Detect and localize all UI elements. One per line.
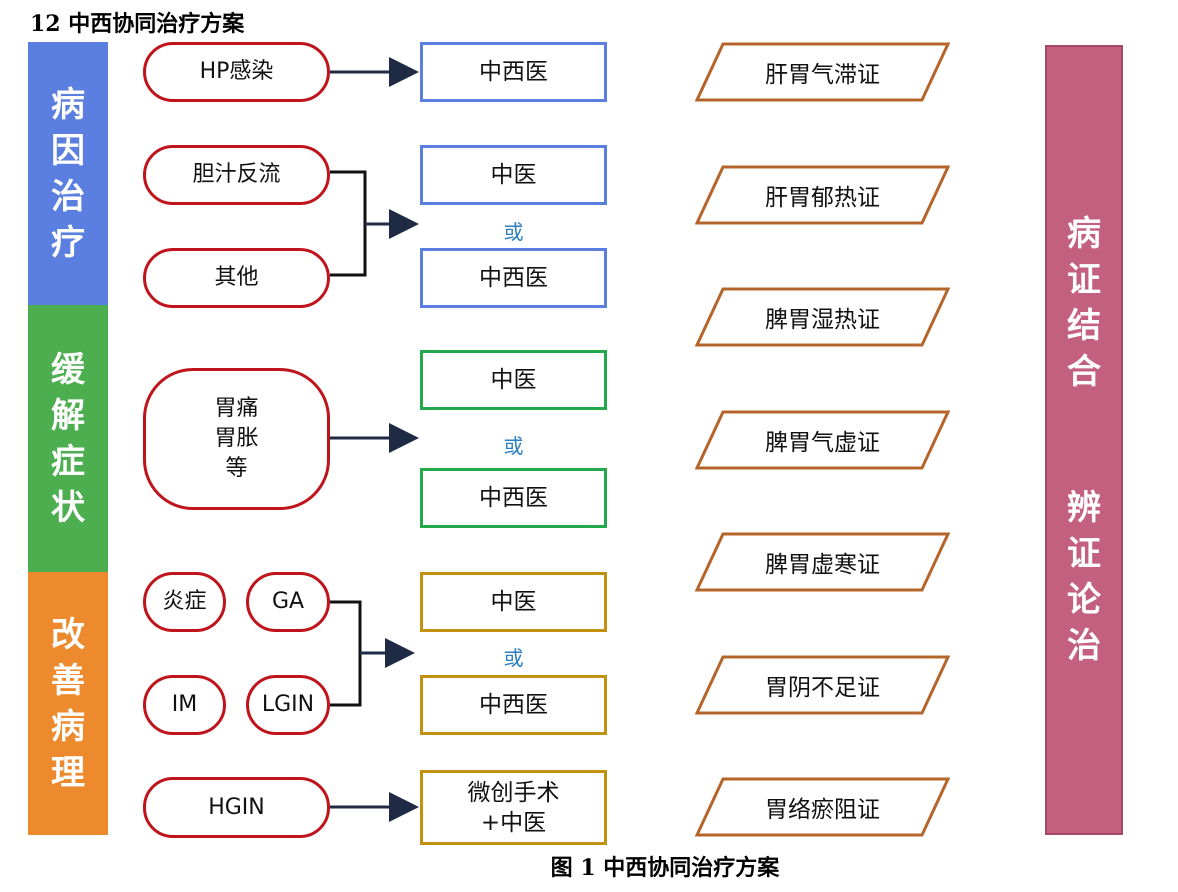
treatment-box: 中西医 (420, 675, 607, 735)
syndrome-parallelogram: 脾胃湿热证 (695, 287, 950, 347)
right-bar-principles: 病证结合 辨证论治 (1045, 45, 1123, 835)
syndrome-parallelogram: 肝胃气滞证 (695, 42, 950, 102)
or-label: 或 (503, 434, 524, 458)
syndrome-label: 肝胃气滞证 (765, 62, 880, 88)
syndrome-label: 脾胃湿热证 (765, 307, 880, 333)
section-title: 12 中西协同治疗方案 (30, 11, 245, 37)
parallelogram-shape (695, 165, 950, 225)
condition-ga: GA (246, 572, 330, 632)
treatment-box: 微创手术 +中医 (420, 770, 607, 845)
category-label: 改善病理 (51, 614, 85, 793)
treatment-box: 中医 (420, 145, 607, 205)
treatment-box: 中西医 (420, 248, 607, 308)
condition-hp: HP感染 (143, 42, 330, 102)
syndrome-parallelogram: 肝胃郁热证 (695, 165, 950, 225)
category-symptom-relief: 缓解症状 (28, 305, 108, 572)
syndrome-parallelogram: 脾胃气虚证 (695, 410, 950, 470)
syndrome-label: 脾胃虚寒证 (765, 552, 880, 578)
bracket-ga-lgin (330, 600, 362, 707)
category-label: 缓解症状 (51, 349, 85, 528)
parallelogram-shape (695, 287, 950, 347)
parallelogram-shape (695, 42, 950, 102)
syndrome-parallelogram: 胃络瘀阻证 (695, 777, 950, 837)
syndrome-parallelogram: 胃阴不足证 (695, 655, 950, 715)
parallelogram-shape (695, 655, 950, 715)
condition-pain-bloating: 胃痛 胃胀 等 (143, 368, 330, 510)
treatment-box: 中医 (420, 572, 607, 632)
condition-im: IM (143, 675, 226, 735)
principle-label: 辨证论治 (1067, 488, 1101, 666)
category-etiology: 病因治疗 (28, 42, 108, 305)
treatment-box: 中西医 (420, 468, 607, 528)
parallelogram-shape (695, 410, 950, 470)
condition-inflammation: 炎症 (143, 572, 226, 632)
parallelogram-shape (695, 532, 950, 592)
syndrome-label: 肝胃郁热证 (765, 185, 880, 211)
category-pathology: 改善病理 (28, 572, 108, 835)
syndrome-parallelogram: 脾胃虚寒证 (695, 532, 950, 592)
treatment-box: 中西医 (420, 42, 607, 102)
category-label: 病因治疗 (51, 84, 85, 263)
or-label: 或 (503, 646, 524, 670)
or-label: 或 (503, 220, 524, 244)
condition-bile-reflux: 胆汁反流 (143, 145, 330, 205)
condition-other: 其他 (143, 248, 330, 308)
syndrome-label: 胃阴不足证 (765, 675, 880, 701)
syndrome-label: 脾胃气虚证 (765, 430, 880, 456)
condition-hgin: HGIN (143, 777, 330, 838)
parallelogram-shape (695, 777, 950, 837)
syndrome-label: 胃络瘀阻证 (765, 797, 880, 823)
condition-lgin: LGIN (246, 675, 330, 735)
bracket-bile-other (330, 170, 367, 277)
principle-label: 病证结合 (1067, 214, 1101, 392)
treatment-box: 中医 (420, 350, 607, 410)
figure-caption: 图 1 中西协同治疗方案 (550, 855, 780, 881)
